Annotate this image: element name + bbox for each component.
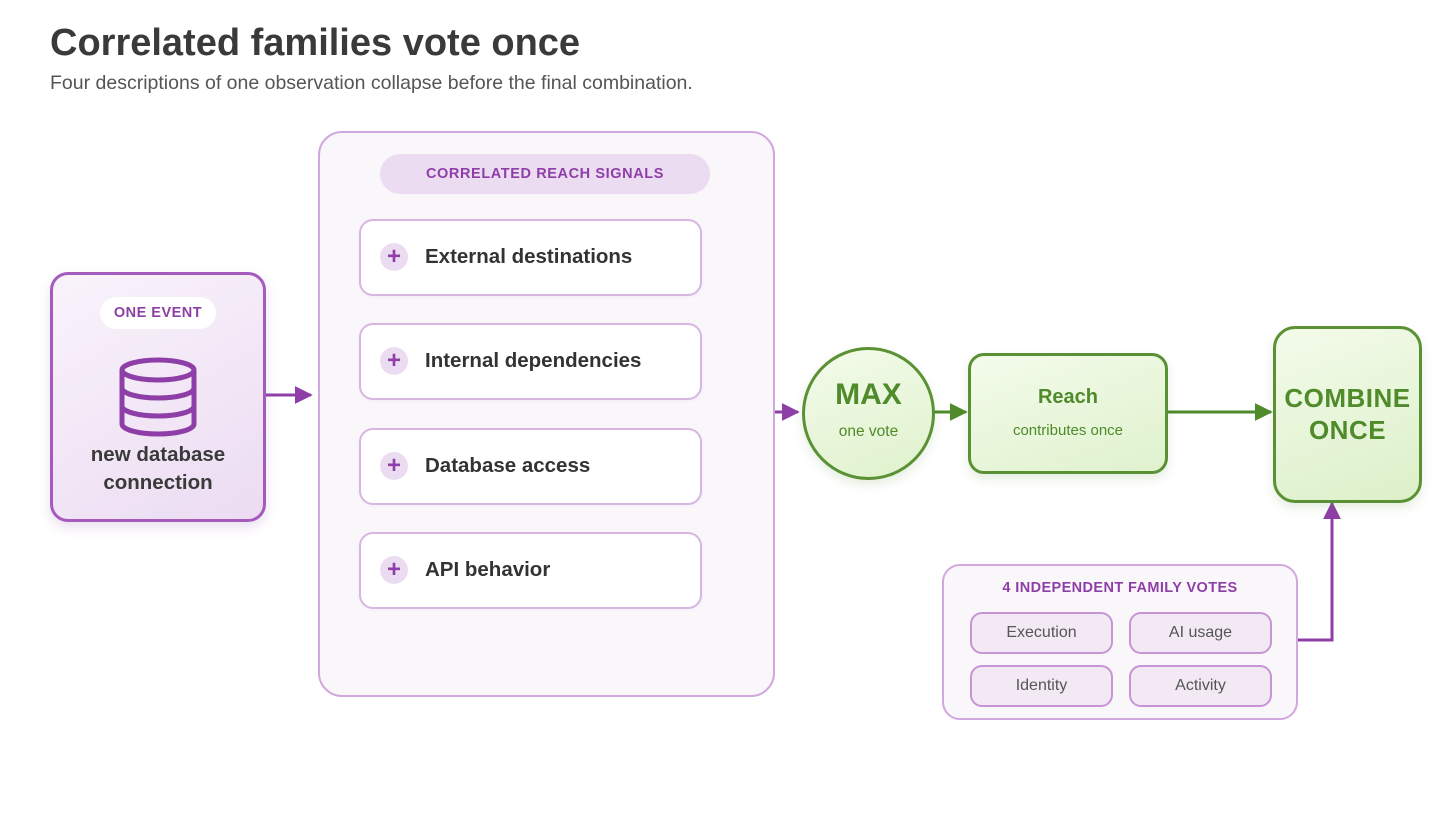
- signal-label: Internal dependencies: [425, 349, 642, 372]
- families-to-combine-arrow: [1295, 501, 1341, 642]
- max-node: MAX one vote: [802, 347, 935, 480]
- combine-line-1: COMBINE: [1284, 383, 1411, 413]
- signal-label: External destinations: [425, 245, 633, 268]
- reach-title: Reach: [1037, 386, 1099, 408]
- signal-card-database-access: + Database access: [359, 428, 702, 505]
- max-subtitle: one vote: [838, 423, 899, 440]
- max-title: MAX: [835, 378, 902, 411]
- page-title: Correlated families vote once: [50, 22, 581, 64]
- plus-icon: +: [380, 243, 408, 271]
- family-votes-panel: 4 INDEPENDENT FAMILY VOTES Execution AI …: [942, 564, 1298, 720]
- combine-line-2: ONCE: [1308, 415, 1387, 445]
- plus-icon: +: [380, 452, 408, 480]
- signal-label: API behavior: [425, 558, 551, 581]
- event-tag: ONE EVENT: [100, 297, 216, 329]
- event-box: ONE EVENT new database connection: [50, 272, 266, 522]
- family-chip-activity: Activity: [1129, 665, 1272, 707]
- event-label: new database connection: [53, 441, 263, 497]
- combine-once-node: COMBINE ONCE: [1273, 326, 1422, 503]
- reach-node: Reach contributes once: [968, 353, 1168, 474]
- correlated-signals-header: CORRELATED REACH SIGNALS: [380, 154, 710, 194]
- signal-card-internal-dependencies: + Internal dependencies: [359, 323, 702, 400]
- plus-icon: +: [380, 347, 408, 375]
- signal-label: Database access: [425, 454, 591, 477]
- signal-card-api-behavior: + API behavior: [359, 532, 702, 609]
- reach-subtitle: contributes once: [1012, 422, 1124, 439]
- database-icon: [119, 357, 197, 437]
- correlated-signals-panel: [318, 131, 775, 697]
- event-label-line-1: new database: [90, 443, 226, 466]
- family-chip-execution: Execution: [970, 612, 1113, 654]
- event-label-line-2: connection: [103, 471, 213, 494]
- family-votes-header: 4 INDEPENDENT FAMILY VOTES: [1002, 580, 1238, 596]
- plus-icon: +: [380, 556, 408, 584]
- family-chip-identity: Identity: [970, 665, 1113, 707]
- family-chip-ai-usage: AI usage: [1129, 612, 1272, 654]
- signal-card-external-destinations: + External destinations: [359, 219, 702, 296]
- page-subtitle: Four descriptions of one observation col…: [50, 72, 693, 94]
